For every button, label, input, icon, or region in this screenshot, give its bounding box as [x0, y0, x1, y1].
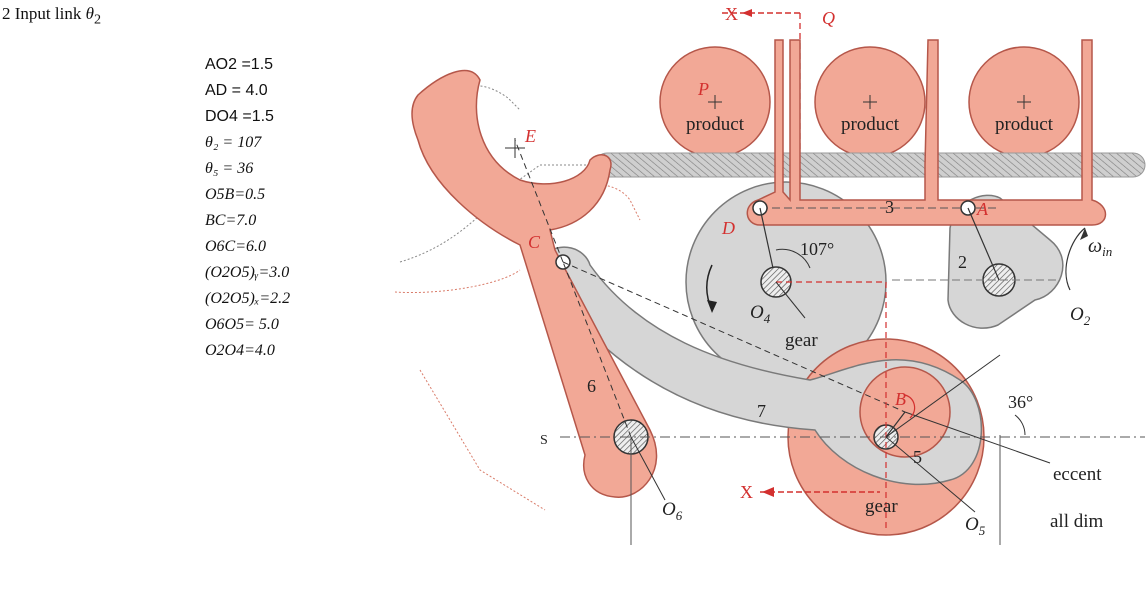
label-o6: O6	[662, 499, 683, 523]
label-angle-36: 36°	[1008, 392, 1033, 412]
arc-36	[1014, 414, 1026, 436]
line-o4-o4label	[775, 281, 806, 319]
line-o5-eccent	[904, 411, 1051, 464]
label-b: B	[895, 389, 906, 409]
b-arc	[904, 394, 916, 419]
param-ad: AD = 4.0	[205, 82, 268, 99]
label-o2: O2	[1070, 304, 1091, 328]
label-eccent: eccent	[1053, 464, 1102, 485]
link-ao2	[967, 207, 1000, 281]
svg-text:O5: O5	[965, 514, 986, 538]
svg-text:O2: O2	[1070, 304, 1091, 328]
label-e: E	[524, 126, 536, 146]
label-p: P	[697, 79, 709, 99]
line-c-e	[514, 139, 564, 263]
theta-subscript: 2	[93, 11, 102, 28]
arc-107	[775, 248, 811, 269]
label-q: Q	[822, 8, 835, 28]
link-3-frame	[746, 39, 1107, 226]
line-o6-o6label	[630, 436, 666, 501]
param-theta5: θ₅ = 36	[205, 160, 254, 177]
param-do4: DO4 =1.5	[205, 108, 274, 125]
param-o2o5-y: (O2O5)ᵧ=3.0	[205, 264, 290, 281]
param-o6o5: O6O5= 5.0	[205, 316, 279, 333]
label-x-bottom: X	[740, 482, 753, 502]
product-1	[659, 46, 771, 158]
theta-symbol: θ	[85, 4, 94, 23]
label-link-2: 2	[958, 252, 967, 272]
line-o5-b	[885, 411, 906, 438]
product-3-label: product	[995, 114, 1054, 135]
svg-text:O4: O4	[750, 302, 771, 326]
param-o5b: O5B=0.5	[205, 186, 266, 203]
param-o6c: O6C=6.0	[205, 238, 267, 255]
label-a: A	[976, 199, 989, 219]
label-x-top: X	[725, 4, 738, 24]
line-c-b	[562, 261, 906, 413]
label-gear-upper: gear	[785, 330, 818, 351]
parameter-list: AO2 =1.5 AD = 4.0 DO4 =1.5 θ₂ = 107 θ₅ =…	[205, 52, 290, 364]
label-c: C	[528, 232, 541, 252]
param-theta2: θ₂ = 107	[205, 134, 262, 151]
label-o4: O4	[750, 302, 771, 326]
svg-text:O6: O6	[662, 499, 683, 523]
x-arrowhead-top	[742, 9, 752, 17]
label-link-5: 5	[913, 447, 922, 467]
label-gear-lower: gear	[865, 496, 898, 517]
line-o5-36	[885, 354, 1001, 438]
label-link-6: 6	[587, 376, 596, 396]
label-d: D	[721, 218, 735, 238]
label-link-3: 3	[885, 197, 894, 217]
svg-text:ωin: ωin	[1088, 235, 1112, 259]
omega-arrowhead	[1080, 228, 1088, 240]
page-title: 2 Input link θ2	[2, 4, 101, 28]
param-ao2: AO2 =1.5	[205, 56, 274, 73]
arc-omega	[1065, 227, 1086, 291]
label-omega-in: ωin	[1088, 235, 1112, 259]
param-o2o4: O2O4=4.0	[205, 342, 275, 359]
x-arrowhead-bottom	[762, 487, 774, 497]
param-o2o5-x: (O2O5)ₓ=2.2	[205, 290, 291, 307]
label-angle-107: 107°	[800, 239, 834, 259]
label-all-dim: all dim	[1050, 511, 1104, 532]
product-2-label: product	[841, 114, 900, 135]
gear-rotation-arrowhead	[707, 300, 717, 313]
param-bc: BC=7.0	[205, 212, 257, 229]
label-o5: O5	[965, 514, 986, 538]
product-2	[814, 46, 926, 158]
product-3	[968, 46, 1080, 158]
link-6-lever	[411, 69, 658, 498]
label-s: S	[540, 433, 548, 448]
line-o5-bottom	[885, 436, 976, 513]
title-prefix: 2 Input link	[2, 4, 82, 23]
label-link-7: 7	[757, 401, 766, 421]
conveyor-rail	[594, 152, 1146, 178]
line-o6-c	[562, 261, 632, 438]
product-1-label: product	[686, 114, 745, 135]
